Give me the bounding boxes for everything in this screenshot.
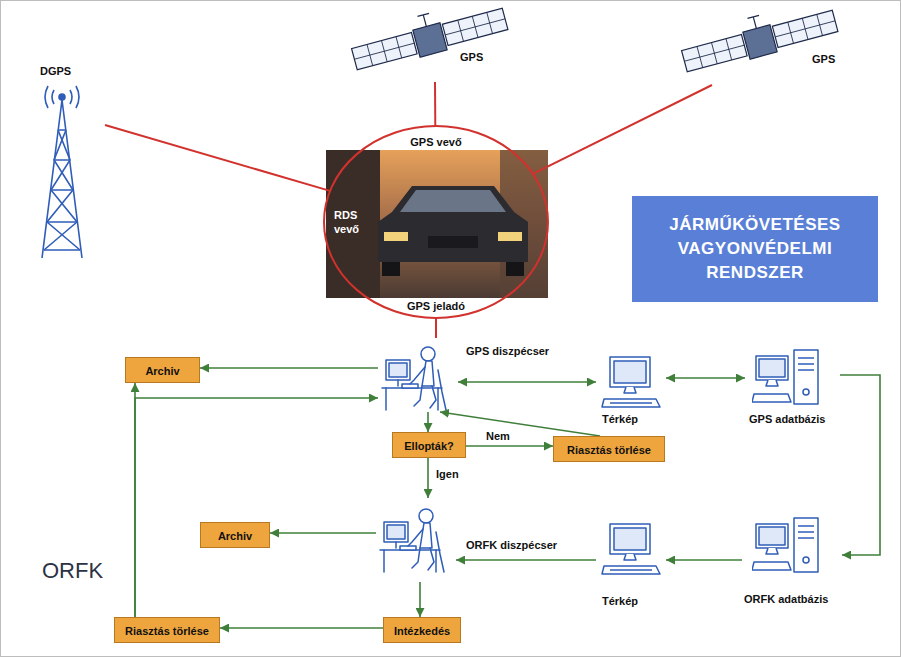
flow-arrow <box>458 381 596 383</box>
signal-line <box>533 85 712 174</box>
map-node: Térkép <box>596 350 666 428</box>
flow-arrow <box>456 559 596 561</box>
node-label: GPS vevő <box>322 135 550 149</box>
circle-outline-shape <box>324 126 548 318</box>
title-box: JÁRMŰKÖVETÉSES VAGYONVÉDELMI RENDSZER <box>632 196 878 302</box>
node-label: Riasztás törlése <box>125 624 209 638</box>
decision-box: Ellopták? <box>392 432 466 458</box>
edge-label: Nem <box>486 429 510 443</box>
flow-arrow <box>666 377 745 379</box>
server-icon <box>752 518 818 572</box>
dispatcher-node: ORFK diszpécser <box>376 498 456 582</box>
node-label: GPS <box>812 52 835 66</box>
server-icon <box>752 350 818 404</box>
node-label: Térkép <box>602 412 638 426</box>
flow-arrow <box>220 627 383 629</box>
flow-arrow <box>270 532 376 534</box>
satellite-node: GPS <box>680 5 850 85</box>
node-label: GPS <box>460 50 483 64</box>
computer-icon <box>602 524 660 574</box>
process-box: Archiv <box>125 357 200 383</box>
dispatcher-icon <box>382 347 446 410</box>
node-label: DGPS <box>40 64 71 78</box>
process-box: Riasztás törlése <box>553 436 665 462</box>
node-label: RDS vevő <box>334 208 374 236</box>
flow-arrow <box>419 582 421 617</box>
edge-label: Igen <box>436 467 459 481</box>
signal-line <box>105 125 330 191</box>
node-label: Riasztás törlése <box>567 443 651 457</box>
node-label: GPS diszpécser <box>466 344 549 358</box>
signal-line <box>434 82 436 126</box>
flow-arrow <box>466 445 553 447</box>
satellite-node: GPS <box>355 2 515 82</box>
signal-line <box>435 318 437 338</box>
database-node: ORFK adatbázis <box>742 508 842 608</box>
title-text: JÁRMŰKÖVETÉSES VAGYONVÉDELMI RENDSZER <box>640 213 870 285</box>
node-label: Archiv <box>218 529 252 543</box>
database-node: GPS adatbázis <box>745 342 840 428</box>
organisation-band: ORFKArchivORFK diszpécserTérképORFK adat… <box>0 492 862 645</box>
process-box: Riasztás törlése <box>114 617 220 643</box>
node-label: Térkép <box>602 594 638 608</box>
antenna-node: DGPS <box>25 62 105 262</box>
node-label: ORFK <box>42 558 103 584</box>
node-label: Archiv <box>145 364 179 378</box>
node-label: GPS jeladó <box>322 299 550 313</box>
vehicle-circle: GPS vevőRDS vevőGPS jeladó <box>322 124 550 320</box>
flow-arrow <box>135 398 378 617</box>
dispatcher-icon <box>380 509 444 572</box>
flow-arrow <box>666 559 742 561</box>
dgps-tower <box>42 86 82 258</box>
flow-arrow <box>840 375 880 555</box>
circle-outline <box>322 124 550 320</box>
gps-satellite <box>348 0 509 74</box>
map-node: Térkép <box>596 518 666 608</box>
process-box: Archiv <box>200 522 270 548</box>
flow-arrow <box>427 458 429 498</box>
dispatcher-node: GPS diszpécser <box>378 338 458 412</box>
process-box: Intézkedés <box>383 617 461 643</box>
node-label: Intézkedés <box>394 624 450 638</box>
computer-icon <box>602 357 660 407</box>
flow-arrow <box>427 412 429 432</box>
flow-arrow <box>200 367 378 369</box>
node-label: ORFK diszpécser <box>466 538 557 552</box>
node-label: Ellopták? <box>404 439 454 453</box>
node-label: GPS adatbázis <box>749 412 825 426</box>
node-label: ORFK adatbázis <box>744 592 828 606</box>
gps-satellite <box>678 0 839 76</box>
car-photo <box>326 150 548 298</box>
